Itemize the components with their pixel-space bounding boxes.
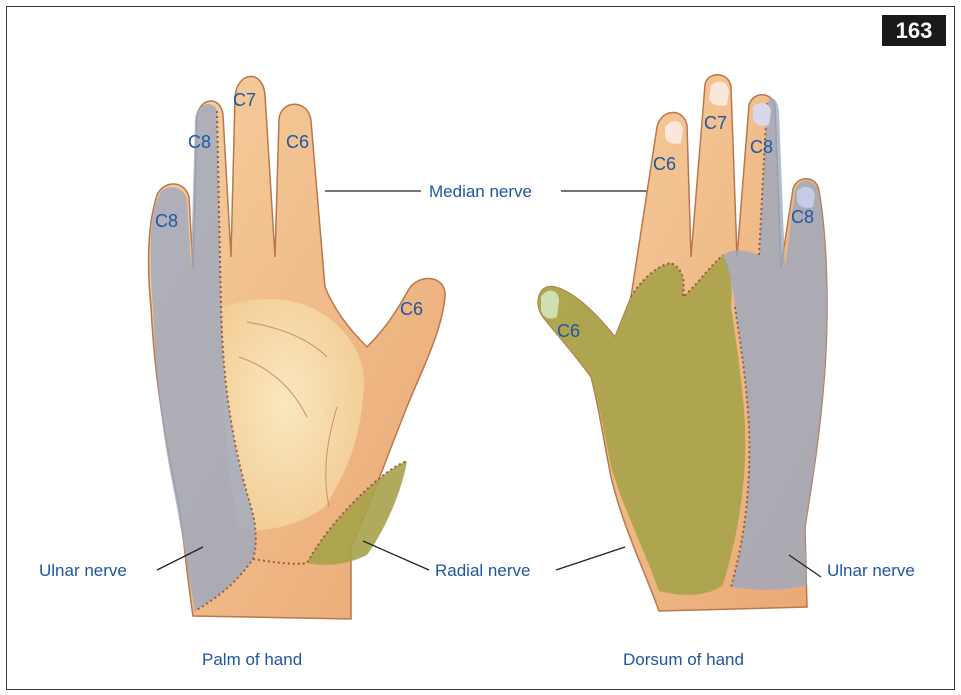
dorsum-ulnar-label: Ulnar nerve [827, 561, 915, 580]
nail-ring [753, 103, 771, 126]
palm-seg-c8-ring: C8 [188, 132, 211, 152]
palm-seg-c6-thumb: C6 [400, 299, 423, 319]
dorsum-radial-zone [538, 255, 745, 595]
dorsum-seg-c6-index: C6 [653, 154, 676, 174]
radial-nerve-label: Radial nerve [435, 561, 530, 580]
dorsum-hand [538, 75, 827, 611]
nail-thumb [541, 291, 559, 319]
palm-seg-c6-index: C6 [286, 132, 309, 152]
dorsum-seg-c8-ring: C8 [750, 137, 773, 157]
palm-ulnar-label: Ulnar nerve [39, 561, 127, 580]
dorsum-seg-c7: C7 [704, 113, 727, 133]
figure-frame: 163 C7 C8 C6 C8 C [6, 6, 955, 690]
dorsum-seg-c6-thumb: C6 [557, 321, 580, 341]
radial-leader-left [363, 541, 429, 570]
palm-seg-c7: C7 [233, 90, 256, 110]
nail-index [665, 121, 683, 144]
radial-leader-right [556, 547, 625, 570]
palm-seg-c8-little: C8 [155, 211, 178, 231]
nail-middle [709, 82, 729, 106]
hand-illustration: C7 C8 C6 C8 C6 Median nerve Ulnar nerve … [7, 7, 954, 689]
dorsum-caption: Dorsum of hand [623, 650, 744, 669]
nail-little [797, 187, 815, 208]
dorsum-seg-c8-little: C8 [791, 207, 814, 227]
palm-hand [149, 76, 446, 619]
palm-caption: Palm of hand [202, 650, 302, 669]
median-nerve-label: Median nerve [429, 182, 532, 201]
